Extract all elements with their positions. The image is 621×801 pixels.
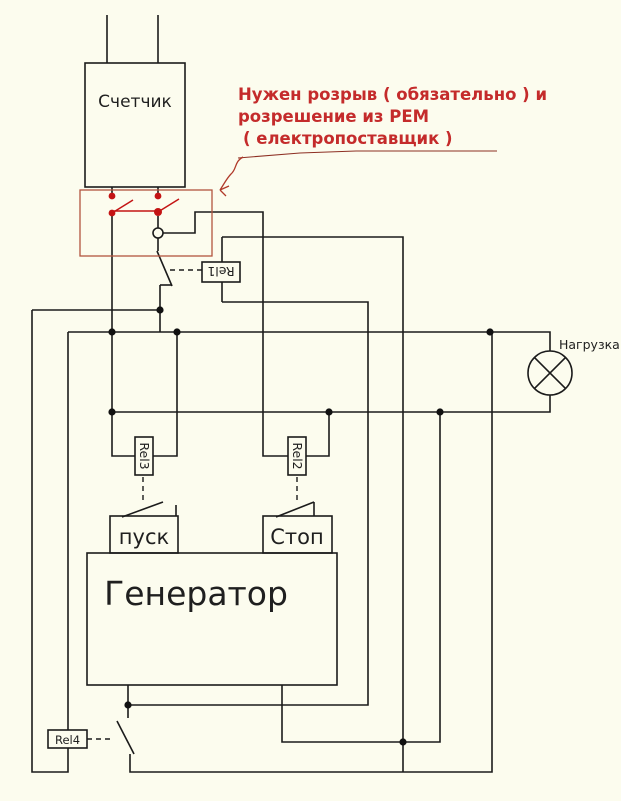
wires xyxy=(31,15,551,773)
rel4-switch-blade xyxy=(116,720,135,755)
rel3-label: Rel3 xyxy=(137,442,152,469)
rel3-right-lead xyxy=(153,332,178,457)
red-contact-blade-right xyxy=(157,198,180,213)
rel1-label: Rel1 xyxy=(207,264,234,279)
generator-box xyxy=(86,552,338,686)
annotation-underline xyxy=(237,150,497,159)
wire-second-bus xyxy=(112,395,551,413)
rel2-label: Rel2 xyxy=(290,442,305,469)
junction-dots xyxy=(108,306,494,746)
node-circle xyxy=(152,227,164,239)
annotation-arrow xyxy=(219,156,244,197)
wire-main-bus xyxy=(68,331,551,351)
wire-genB-run xyxy=(281,412,441,743)
annotation-line-2: розрешение из РЕМ xyxy=(238,107,429,126)
meter-box xyxy=(84,62,186,188)
rel1-box xyxy=(201,261,241,283)
annotation-line-1: Нужен розрыв ( обязательно ) и xyxy=(238,85,547,104)
rel1-switch-blade xyxy=(156,250,173,287)
load-label: Нагрузка xyxy=(559,337,620,352)
wire-rel4-switch-bottom xyxy=(129,332,493,773)
wire-outer-rail xyxy=(31,310,69,773)
highlight-red-box xyxy=(79,189,213,257)
start-switch-blade xyxy=(121,501,164,518)
rel3-box xyxy=(134,436,154,476)
wire-rel1-bottom-run xyxy=(128,301,369,706)
wire-left-phase xyxy=(111,216,135,457)
red-breaker-contacts xyxy=(108,192,180,217)
stop-button-label: Стоп xyxy=(270,525,323,549)
annotation-line-3: ( електропоставщик ) xyxy=(243,129,453,148)
load-lamp-icon xyxy=(527,350,573,396)
rel2-box xyxy=(287,436,307,476)
rel4-label: Rel4 xyxy=(55,733,80,747)
rel2-right-lead xyxy=(306,412,330,457)
wire-rel1-top-run xyxy=(222,236,404,772)
wire-node-to-rel2 xyxy=(163,211,288,457)
meter-label: Счетчик xyxy=(98,92,172,112)
start-button-label: пуск xyxy=(119,525,169,549)
generator-label: Генератор xyxy=(104,574,288,613)
stop-switch-blade xyxy=(275,501,315,518)
